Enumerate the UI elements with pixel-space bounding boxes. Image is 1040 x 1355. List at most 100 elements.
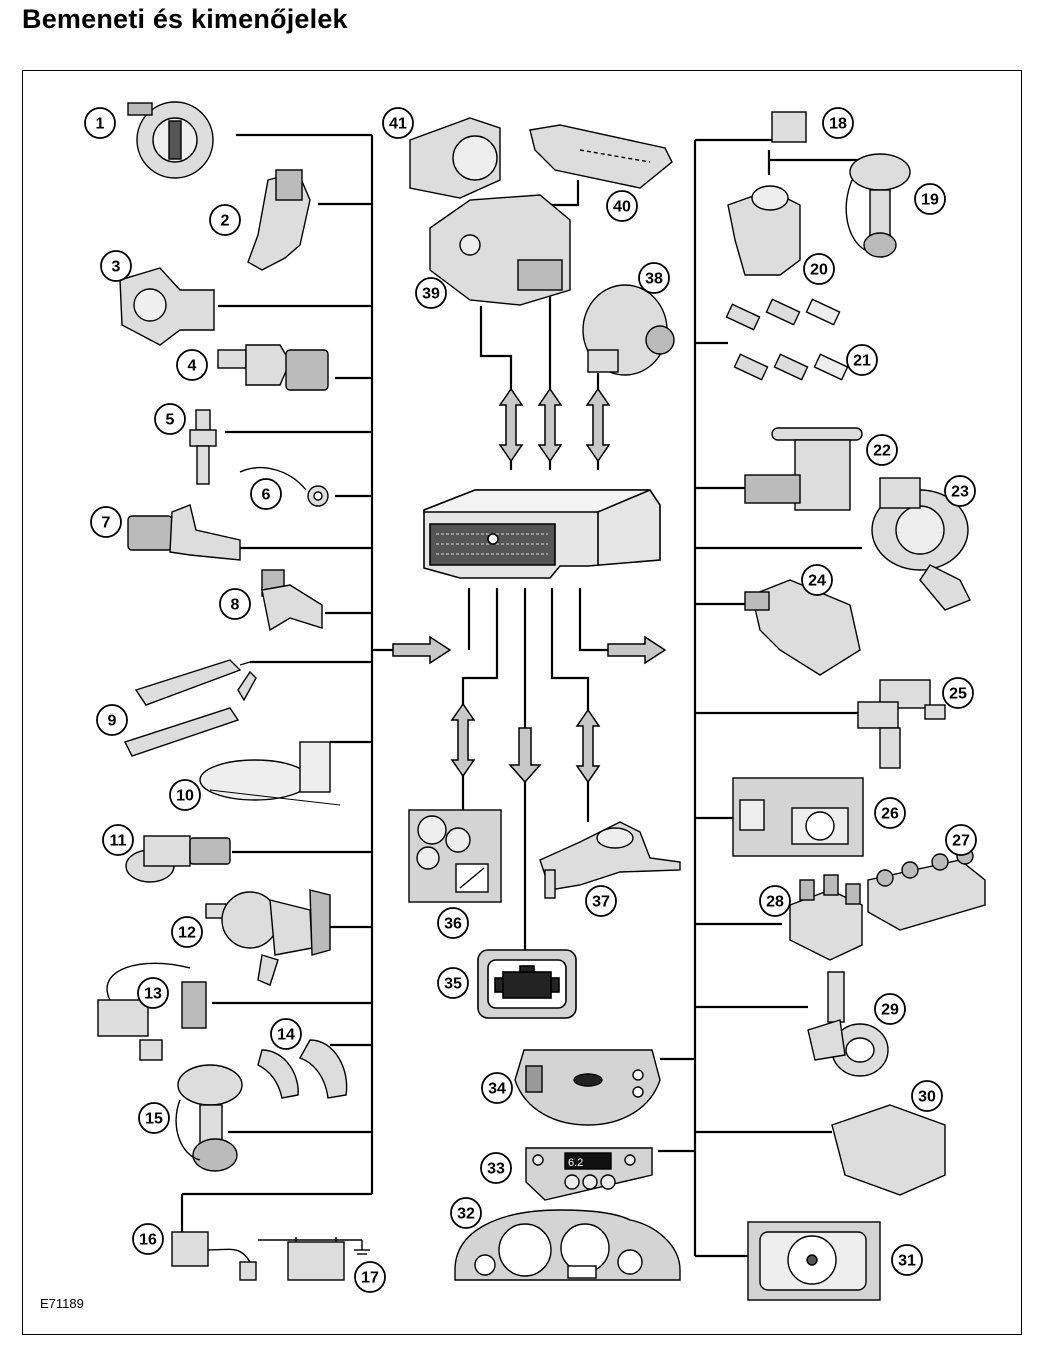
svg-text:20: 20	[810, 262, 828, 279]
left-bus	[180, 133, 374, 1232]
svg-text:9: 9	[108, 713, 117, 730]
label-12: 12	[171, 916, 203, 948]
component-1-sensor	[127, 101, 214, 179]
label-39: 39	[415, 277, 447, 309]
component-27-ignition-coil	[867, 847, 986, 931]
output-arrow-35	[508, 727, 542, 784]
svg-text:18: 18	[829, 116, 847, 133]
label-20: 20	[803, 253, 835, 285]
component-12-sensor	[205, 889, 331, 986]
label-16: 16	[132, 1223, 164, 1255]
svg-text:17: 17	[361, 1270, 379, 1287]
label-24: 24	[801, 564, 833, 596]
label-15: 15	[138, 1102, 170, 1134]
label-5: 5	[154, 403, 186, 435]
svg-text:37: 37	[592, 894, 610, 911]
svg-text:26: 26	[881, 806, 899, 823]
component-4-sensor	[217, 344, 329, 391]
label-30: 30	[911, 1080, 943, 1112]
svg-text:8: 8	[231, 597, 240, 614]
label-22: 22	[866, 434, 898, 466]
svg-text:25: 25	[949, 686, 967, 703]
label-19: 19	[914, 183, 946, 215]
svg-text:1: 1	[96, 116, 105, 133]
label-18: 18	[822, 107, 854, 139]
svg-text:16: 16	[139, 1232, 157, 1249]
component-labels: 1 2 3 4 5 6 7 8 9 10 11 12 13 14 15 16 1…	[84, 107, 977, 1293]
svg-text:5: 5	[166, 412, 175, 429]
label-3: 3	[100, 250, 132, 282]
bidirectional-arrow-40	[538, 388, 562, 462]
component-23-throttle-body	[871, 477, 971, 611]
component-5-sensor	[189, 409, 217, 485]
svg-text:34: 34	[488, 1081, 506, 1098]
info-display-value: 6.2	[568, 1157, 583, 1169]
right-bus	[658, 138, 862, 1258]
label-40: 40	[606, 190, 638, 222]
svg-text:39: 39	[422, 286, 440, 303]
component-33-info-display	[525, 1147, 653, 1201]
component-34-steering-wheel-pad	[514, 1049, 661, 1126]
bidirectional-arrow-36	[451, 703, 475, 777]
component-26-module	[732, 777, 864, 857]
label-23: 23	[944, 475, 976, 507]
component-41-abs-unit	[409, 117, 501, 199]
svg-text:24: 24	[808, 573, 826, 590]
component-20-unit	[727, 185, 801, 276]
label-11: 11	[102, 824, 134, 856]
diagram-frame	[22, 70, 1022, 1335]
component-9-lambda-sensors	[124, 659, 257, 757]
svg-text:4: 4	[188, 358, 197, 375]
component-32-instrument-cluster	[454, 1209, 681, 1281]
svg-text:29: 29	[881, 1002, 899, 1019]
component-6-sensor	[239, 467, 329, 507]
label-13: 13	[137, 977, 169, 1009]
svg-text:30: 30	[918, 1089, 936, 1106]
component-13-sensor	[97, 962, 207, 1061]
label-7: 7	[90, 506, 122, 538]
component-38-alternator	[582, 284, 675, 376]
svg-text:41: 41	[389, 116, 407, 133]
svg-text:10: 10	[176, 788, 194, 805]
label-36: 36	[437, 907, 469, 939]
label-27: 27	[945, 824, 977, 856]
label-38: 38	[638, 262, 670, 294]
label-10: 10	[169, 779, 201, 811]
component-17-battery	[258, 1237, 370, 1281]
svg-text:36: 36	[444, 916, 462, 933]
svg-text:6: 6	[262, 487, 271, 504]
svg-text:40: 40	[613, 199, 631, 216]
label-33: 33	[480, 1152, 512, 1184]
svg-text:2: 2	[221, 213, 230, 230]
component-37-unit	[539, 821, 681, 899]
svg-text:11: 11	[110, 833, 127, 850]
svg-text:28: 28	[766, 894, 784, 911]
label-14: 14	[270, 1018, 302, 1050]
svg-text:21: 21	[853, 353, 871, 370]
label-25: 25	[942, 677, 974, 709]
label-9: 9	[96, 704, 128, 736]
svg-text:31: 31	[898, 1253, 916, 1270]
component-24-idle-valve	[744, 579, 861, 676]
svg-text:15: 15	[145, 1111, 163, 1128]
label-21: 21	[846, 344, 878, 376]
component-7-sensor	[127, 504, 241, 561]
svg-text:3: 3	[112, 259, 121, 276]
svg-text:23: 23	[951, 484, 969, 501]
svg-text:33: 33	[487, 1161, 505, 1178]
figure-id: E71189	[40, 1296, 84, 1311]
engine-control-module	[423, 489, 661, 579]
label-4: 4	[176, 349, 208, 381]
label-8: 8	[219, 588, 251, 620]
label-31: 31	[891, 1244, 923, 1276]
label-1: 1	[84, 107, 116, 139]
component-35-warning-lamp	[477, 949, 577, 1019]
label-26: 26	[874, 797, 906, 829]
component-16-relay	[171, 1231, 257, 1281]
component-21-injectors	[725, 298, 849, 381]
label-2: 2	[209, 204, 241, 236]
output-arrow	[607, 635, 667, 665]
label-17: 17	[354, 1261, 386, 1293]
component-36-module	[408, 809, 502, 903]
